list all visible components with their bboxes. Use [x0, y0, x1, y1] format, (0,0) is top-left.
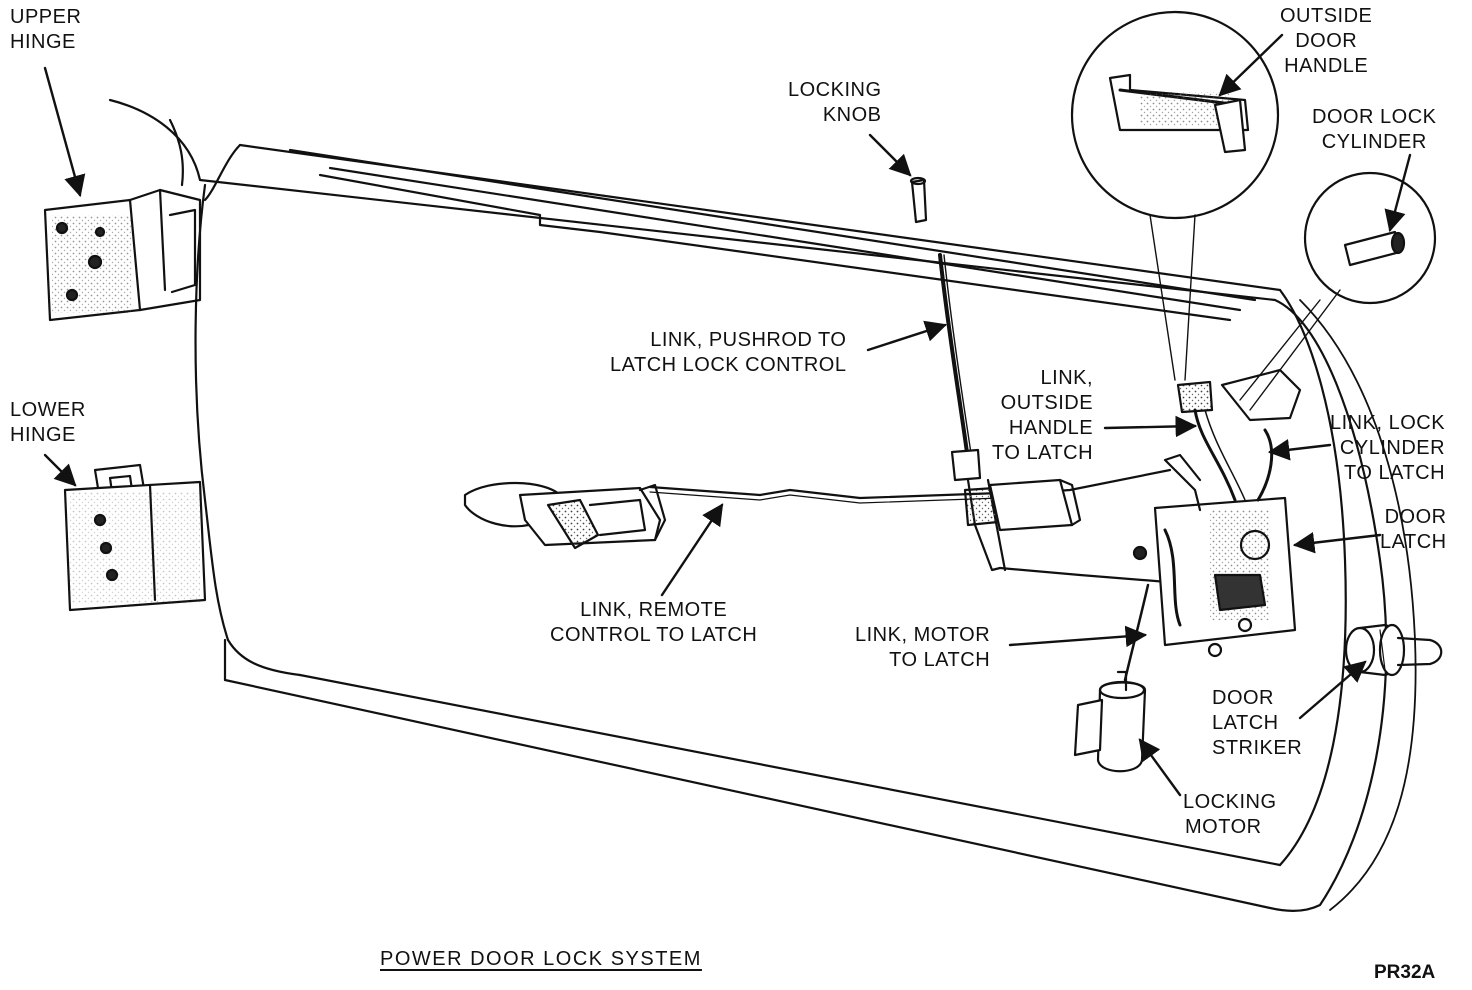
label-line: LINK,: [1040, 367, 1094, 389]
label-line: LINK, MOTOR: [855, 624, 991, 646]
motor-link: [998, 566, 1182, 682]
remote-control-handle: [463, 481, 667, 550]
outside-handle-inset: [1070, 10, 1280, 381]
label-line: CYLINDER: [1339, 437, 1446, 459]
pushrod-link: [938, 253, 973, 462]
label-line: TO LATCH: [1343, 462, 1446, 484]
label-line: LATCH: [1380, 531, 1447, 553]
label-link-lock-cylinder: LINK, LOCK CYLINDER TO LATCH: [1330, 411, 1445, 486]
label-upper-hinge: UPPER HINGE: [10, 5, 81, 55]
label-locking-motor: LOCKING MOTOR: [1183, 790, 1277, 840]
label-line: HANDLE: [1284, 55, 1369, 77]
label-line: LOCKING: [788, 79, 882, 101]
label-lower-hinge: LOWER HINGE: [10, 398, 86, 448]
lock-control-bracket: [950, 448, 1007, 572]
label-link-remote-control: LINK, REMOTE CONTROL TO LATCH: [550, 598, 757, 648]
label-line: MOTOR: [1185, 816, 1262, 838]
label-line: HINGE: [10, 31, 76, 53]
lock-cylinder-inset: [1239, 171, 1437, 411]
label-line: LINK, REMOTE: [580, 599, 728, 621]
label-outside-door-handle: OUTSIDE DOOR HANDLE: [1280, 4, 1372, 79]
link-guide-box: [988, 478, 1082, 532]
label-line: LATCH LOCK CONTROL: [610, 354, 847, 376]
label-door-latch-striker: DOOR LATCH STRIKER: [1212, 686, 1302, 761]
label-line: LOWER: [10, 399, 86, 421]
label-line: UPPER: [10, 6, 82, 28]
label-line: DOOR: [1384, 506, 1447, 528]
label-line: KNOB: [822, 104, 882, 126]
label-locking-knob: LOCKING KNOB: [788, 78, 882, 128]
label-link-outside-handle: LINK, OUTSIDE HANDLE TO LATCH: [992, 366, 1093, 466]
label-link-motor: LINK, MOTOR TO LATCH: [855, 623, 990, 673]
label-link-pushrod: LINK, PUSHROD TO LATCH LOCK CONTROL: [610, 328, 846, 378]
door-latch-body: [1132, 453, 1297, 658]
figure-caption: POWER DOOR LOCK SYSTEM: [380, 948, 702, 970]
label-line: DOOR: [1295, 30, 1358, 52]
label-line: LOCKING: [1183, 791, 1277, 813]
label-line: CYLINDER: [1321, 131, 1427, 153]
locking-motor-shape: [1073, 670, 1147, 773]
label-line: LATCH: [1212, 712, 1279, 734]
label-line: DOOR: [1212, 687, 1274, 709]
label-line: TO LATCH: [889, 649, 991, 671]
lower-hinge: [63, 463, 207, 612]
label-line: STRIKER: [1212, 737, 1303, 759]
locking-knob-shape: [909, 176, 928, 224]
label-line: HINGE: [10, 424, 76, 446]
label-line: HANDLE: [1008, 417, 1094, 439]
figure-id: PR32A: [1374, 962, 1436, 983]
label-line: CONTROL TO LATCH: [550, 624, 758, 646]
lock-cylinder-link: [1220, 368, 1302, 502]
leader-lines: [43, 33, 1412, 797]
label-line: LINK, LOCK: [1330, 412, 1446, 434]
label-line: OUTSIDE: [1280, 5, 1373, 27]
label-line: TO LATCH: [992, 442, 1094, 464]
remote-link: [648, 468, 1172, 504]
upper-hinge: [43, 188, 202, 322]
label-line: DOOR LOCK: [1312, 106, 1437, 128]
label-door-lock-cylinder: DOOR LOCK CYLINDER: [1312, 105, 1437, 155]
label-line: OUTSIDE: [1000, 392, 1094, 414]
label-door-latch: DOOR LATCH: [1380, 505, 1447, 555]
label-line: LINK, PUSHROD TO: [650, 329, 847, 351]
